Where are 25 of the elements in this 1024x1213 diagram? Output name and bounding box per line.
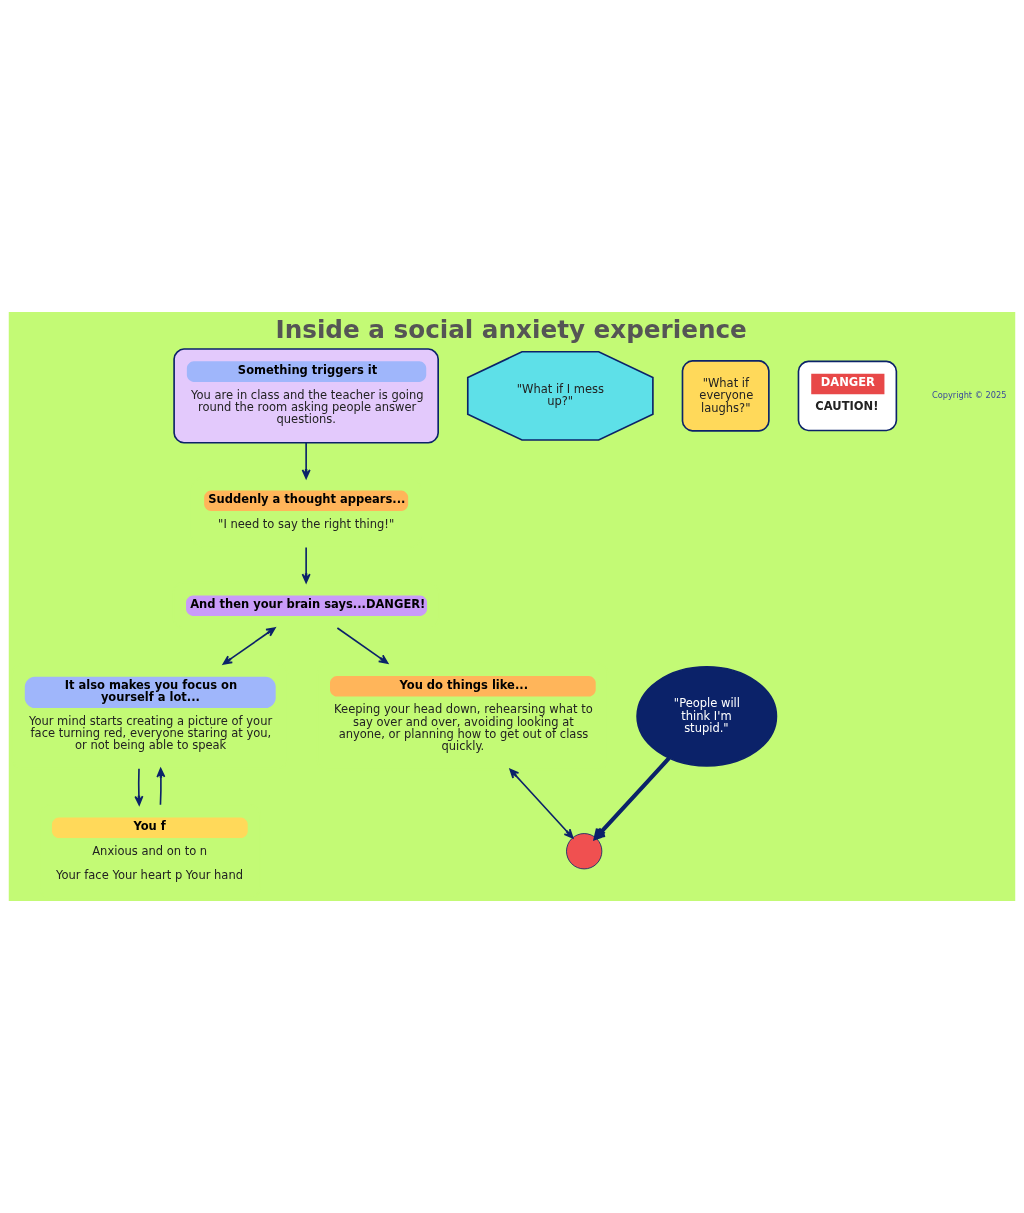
arrow [593,756,671,840]
node-label: "I need to say the right thing!" [218,516,395,531]
node-box: You do things like... [330,676,596,697]
node-box: "What if everyone laughs?" [681,360,770,432]
arrow [509,768,574,839]
node-box: It also makes you focus on yourself a lot... [24,676,276,709]
arrow [301,546,311,584]
node-label: Keeping your head down, rehearsing what to say over and over, avoiding looking at anyone, or planning how to get out of class quickly. [334,702,593,754]
node-box: Suddenly a thought appears... [204,490,409,512]
node-circle [566,833,603,870]
node-label: Your face Your heart p Your hand [56,867,244,882]
arrow [336,627,389,664]
node-ellipse: "People will think I'm stupid." [636,665,778,767]
node-box: Something triggers it You are in class and the teacher is going round the room asking people answer questions. [173,348,439,444]
node-box: DANGER CAUTION! [797,360,898,432]
label: Copyright © 2025 [931,389,1007,400]
node-label: Your mind starts creating a picture of your face turning red, everyone staring at you, or not being able to speak [28,713,273,753]
node-box: And then your brain says...DANGER! [186,595,428,616]
arrow [134,767,144,806]
arrow [301,442,311,479]
node-label: Anxious and on to n [92,843,208,858]
diagram-title: Inside a social anxiety experience [275,314,747,344]
arrow [222,627,276,665]
node-box: You f [51,817,248,839]
arrow [156,767,166,806]
